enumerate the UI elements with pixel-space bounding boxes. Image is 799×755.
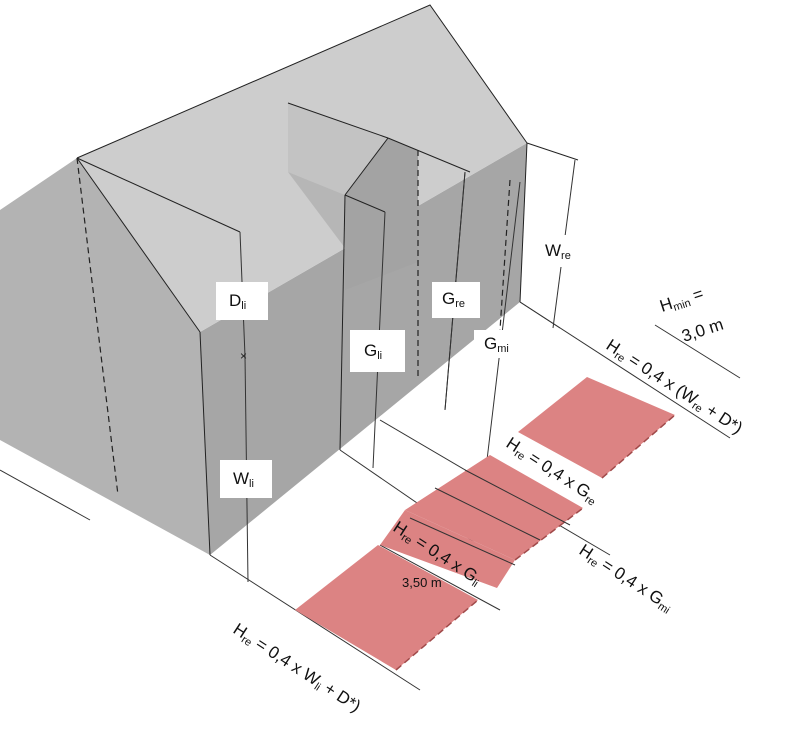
ground-line-left [209,554,421,691]
setback-area-w-re [518,377,675,478]
dormer-side-face [288,172,345,248]
svg-text:Dli: Dli [229,291,246,312]
corner-edge [199,331,211,556]
g-li-top-line [344,194,386,213]
setback-areas [295,377,676,671]
dormer-hip [344,137,389,196]
dormer-front-face [345,138,418,290]
dim-350-line [379,544,501,611]
svg-text:Gmi: Gmi [484,334,509,355]
left-gable-wall [0,158,210,555]
label-g-mi: Gmi [474,330,534,358]
label-hmin: Hmin = 3,0 m [657,284,725,346]
ground-line-far-left [0,469,91,521]
hidden-line-right [499,179,511,331]
label-w-re: Wre [534,235,582,267]
svg-text:3,0 m: 3,0 m [679,315,725,346]
hmin-dimension [654,324,741,379]
label-g-re: Gre [432,282,480,318]
svg-text:Gre: Gre [442,289,465,310]
d-li-top-line [76,157,241,233]
setback-area-g-li [380,510,515,588]
svg-text:Hmin =: Hmin = [657,284,706,318]
g-mi-dimension [486,181,521,461]
label-d-li: Dli [216,282,268,320]
roof-outline [76,4,528,159]
wall-line-1 [339,194,346,451]
formula-h-g-mi: Hre = 0,4 x Gmi [575,540,677,616]
svg-text:Wre: Wre [545,241,571,262]
w-re-top-line [526,142,579,161]
label-g-li: Gli [350,330,405,372]
dormer-roof [288,103,388,195]
house-model [0,4,579,556]
dormer-ridge [287,102,389,139]
svg-text:Wli: Wli [233,469,254,490]
hidden-line-left [76,157,119,496]
label-w-li: Wli [220,460,272,498]
setback-area-g-re [405,455,583,560]
svg-text:Gli: Gli [364,341,382,362]
gable-edge [76,157,201,333]
dimension-cross-mark: × [240,349,247,363]
far-corner-edge [519,142,528,303]
ground-line-right [519,301,731,439]
svg-text:Hre = 0,4 x Gmi: Hre = 0,4 x Gmi [575,540,677,616]
dormer-eave-line [387,137,471,173]
dimension-350-label: 3,50 m [402,575,442,590]
